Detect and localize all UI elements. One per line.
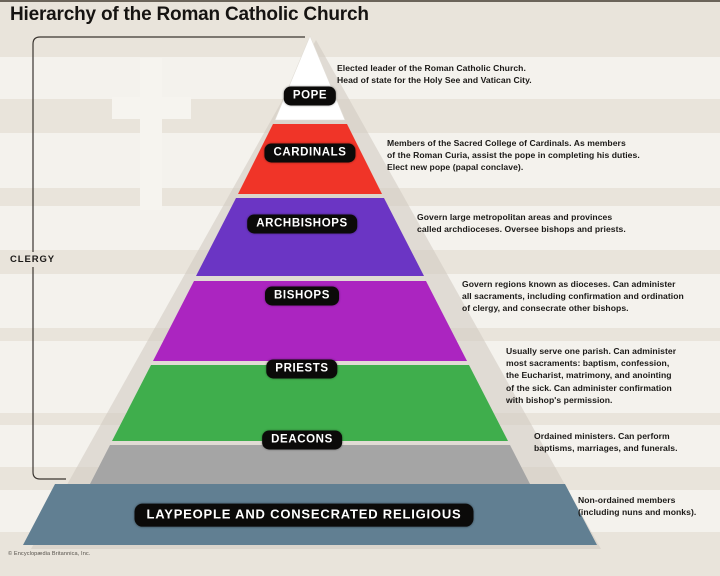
cross-icon (140, 58, 162, 210)
annotation-cardinals: Members of the Sacred College of Cardina… (387, 138, 640, 173)
annotation-archbishops: Govern large metropolitan areas and prov… (417, 212, 626, 235)
pyramid-label-bishops: BISHOPS (265, 286, 339, 306)
pyramid-level-priests (112, 365, 508, 441)
annotation-bishops: Govern regions known as dioceses. Can ad… (462, 279, 684, 314)
annotation-deacons: Ordained ministers. Can perform baptisms… (534, 431, 678, 454)
annotation-pope: Elected leader of the Roman Catholic Chu… (337, 63, 532, 86)
pyramid-label-pope: POPE (283, 86, 337, 106)
clergy-bracket-label: CLERGY (7, 252, 58, 267)
cross-icon-crossbar (112, 97, 191, 119)
pyramid-level-bishops (153, 281, 467, 361)
page-title: Hierarchy of the Roman Catholic Church (10, 4, 369, 25)
pyramid-label-cardinals: CARDINALS (264, 143, 356, 163)
top-rule (0, 0, 720, 2)
pyramid-label-priests: PRIESTS (266, 359, 338, 379)
annotation-priests: Usually serve one parish. Can administer… (506, 346, 677, 405)
pyramid-label-deacons: DEACONS (262, 430, 342, 450)
copyright-credit: © Encyclopædia Britannica, Inc. (8, 551, 91, 557)
pyramid-label-laypeople: LAYPEOPLE AND CONSECRATED RELIGIOUS (134, 503, 474, 527)
pyramid-label-archbishops: ARCHBISHOPS (247, 214, 357, 234)
pyramid-level-archbishops (196, 198, 424, 276)
annotation-laypeople: Non-ordained members (including nuns and… (578, 495, 697, 518)
annotation-band-1 (0, 57, 720, 99)
